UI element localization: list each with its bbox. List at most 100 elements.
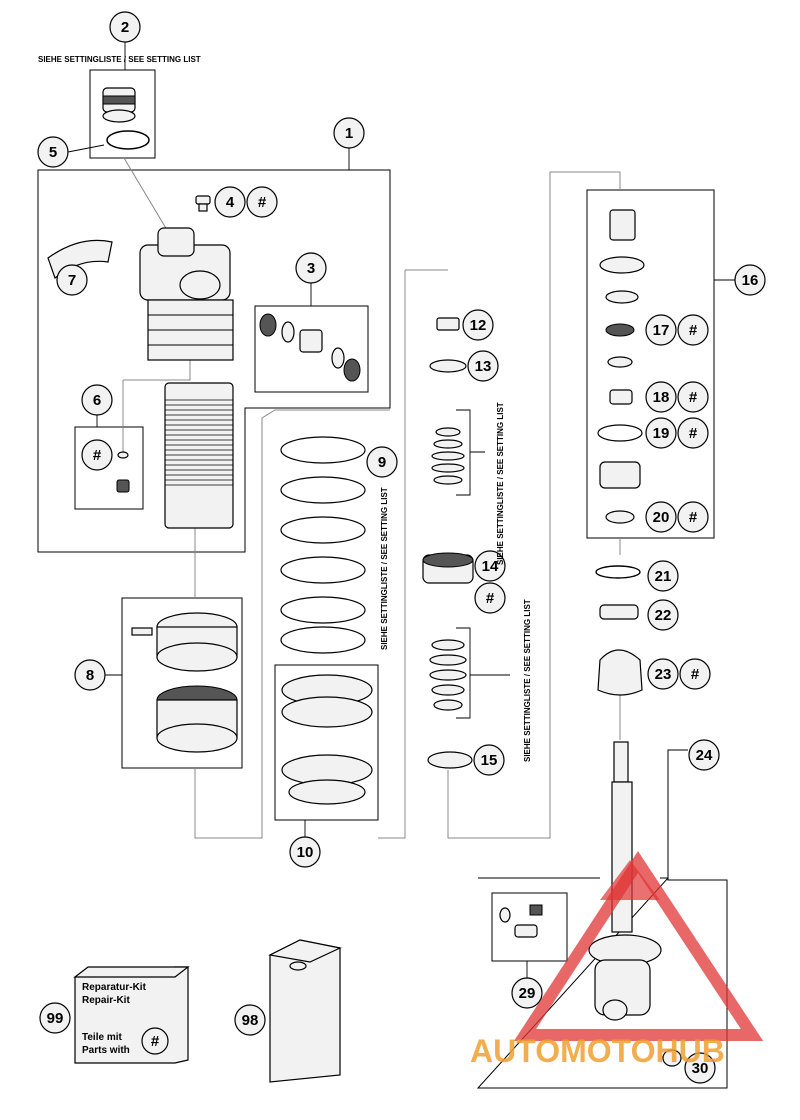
svg-text:#: # xyxy=(691,666,700,683)
svg-text:4: 4 xyxy=(226,194,235,211)
callout-14[interactable]: 14 xyxy=(474,550,506,582)
frame-part-3 xyxy=(254,305,369,393)
svg-text:#: # xyxy=(258,194,267,211)
part-8-adjuster-ring xyxy=(131,612,238,753)
callout-5[interactable]: 5 xyxy=(37,136,69,168)
callout-hash-18[interactable]: # xyxy=(677,381,709,413)
svg-text:15: 15 xyxy=(481,752,498,769)
repair-kit-line-2: Repair-Kit xyxy=(82,995,130,1006)
svg-text:19: 19 xyxy=(653,425,670,442)
callout-hash-20[interactable]: # xyxy=(677,501,709,533)
part-2-adjuster xyxy=(102,87,150,150)
callout-99[interactable]: 99 xyxy=(39,1002,71,1034)
callout-8[interactable]: 8 xyxy=(74,659,106,691)
svg-text:3: 3 xyxy=(307,260,315,277)
automotohub-watermark: AUTOMOTOHUB xyxy=(470,851,764,1069)
svg-text:#: # xyxy=(93,447,102,464)
part-6-valve xyxy=(116,451,130,493)
part-4-screw xyxy=(195,195,211,212)
part-10-spring-seats xyxy=(281,674,373,805)
frame-part-6 xyxy=(74,426,144,510)
callout-9[interactable]: 9 xyxy=(366,446,398,478)
callout-1[interactable]: 1 xyxy=(333,117,365,149)
callout-24[interactable]: 24 xyxy=(688,739,720,771)
part-1-shock-body xyxy=(139,227,234,529)
repair-kit-line-1: Reparatur-Kit xyxy=(82,982,147,993)
svg-text:21: 21 xyxy=(655,568,672,585)
part-14-piston xyxy=(422,552,474,584)
svg-text:#: # xyxy=(689,322,698,339)
callout-22[interactable]: 22 xyxy=(647,599,679,631)
svg-text:14: 14 xyxy=(482,558,499,575)
part-12-nut xyxy=(436,317,460,331)
callout-6[interactable]: 6 xyxy=(81,384,113,416)
callout-16[interactable]: 16 xyxy=(734,264,766,296)
frame-part-10 xyxy=(274,664,379,821)
callout-hash-6[interactable]: # xyxy=(81,439,113,471)
watermark-text: AUTOMOTOHUB xyxy=(470,1033,725,1069)
callout-30[interactable]: 30 xyxy=(684,1052,716,1084)
callout-hash-99[interactable]: # xyxy=(141,1027,169,1055)
callout-hash-4[interactable]: # xyxy=(246,186,278,218)
svg-text:24: 24 xyxy=(696,747,713,764)
part-22-bushing xyxy=(599,604,639,620)
callout-2[interactable]: 2 xyxy=(109,11,141,43)
callout-12[interactable]: 12 xyxy=(462,309,494,341)
callout-17[interactable]: 17 xyxy=(645,314,677,346)
callout-18[interactable]: 18 xyxy=(645,381,677,413)
svg-text:12: 12 xyxy=(470,317,487,334)
callout-29[interactable]: 29 xyxy=(511,977,543,1009)
svg-text:8: 8 xyxy=(86,667,94,684)
callout-7[interactable]: 7 xyxy=(56,264,88,296)
part-29-contents xyxy=(499,904,543,938)
callout-10[interactable]: 10 xyxy=(289,836,321,868)
svg-text:10: 10 xyxy=(297,844,314,861)
svg-text:23: 23 xyxy=(655,666,672,683)
frame-part-24 xyxy=(476,749,728,1089)
part-30-bushing xyxy=(662,1049,682,1067)
svg-text:29: 29 xyxy=(519,985,536,1002)
part-3-seals xyxy=(259,313,361,382)
svg-text:17: 17 xyxy=(653,322,670,339)
frame-part-2 xyxy=(89,69,156,159)
callout-hash-19[interactable]: # xyxy=(677,417,709,449)
svg-text:98: 98 xyxy=(242,1012,259,1029)
svg-text:13: 13 xyxy=(475,358,492,375)
part-9-spring xyxy=(280,436,366,654)
callout-21[interactable]: 21 xyxy=(647,560,679,592)
setting-list-label-upper-shims: SIEHE SETTINGLISTE / SEE SETTING LIST xyxy=(496,402,505,565)
setting-list-label-lower-shims: SIEHE SETTINGLISTE / SEE SETTING LIST xyxy=(523,599,532,762)
frame-part-8 xyxy=(121,597,243,769)
svg-text:22: 22 xyxy=(655,607,672,624)
callout-15[interactable]: 15 xyxy=(473,744,505,776)
shim-stack-upper xyxy=(431,427,465,485)
svg-text:18: 18 xyxy=(653,389,670,406)
svg-text:5: 5 xyxy=(49,144,57,161)
callout-4[interactable]: 4 xyxy=(214,186,246,218)
part-23-bump-stop xyxy=(597,649,643,696)
svg-text:30: 30 xyxy=(692,1060,709,1077)
callout-3[interactable]: 3 xyxy=(295,252,327,284)
callout-20[interactable]: 20 xyxy=(645,501,677,533)
shim-stack-lower xyxy=(429,639,467,711)
frame-part-1 xyxy=(37,169,391,553)
frame-part-29 xyxy=(491,892,568,962)
callout-98[interactable]: 98 xyxy=(234,1004,266,1036)
repair-kit-line-3: Teile mit xyxy=(82,1032,122,1043)
svg-text:#: # xyxy=(151,1033,160,1050)
callout-19[interactable]: 19 xyxy=(645,417,677,449)
svg-text:20: 20 xyxy=(653,509,670,526)
callout-13[interactable]: 13 xyxy=(467,350,499,382)
callout-23[interactable]: 23 xyxy=(647,658,679,690)
repair-kit-line-4: Parts with xyxy=(82,1045,130,1056)
callout-hash-14[interactable]: # xyxy=(474,582,506,614)
part-16-assembly xyxy=(597,209,645,524)
callout-hash-17[interactable]: # xyxy=(677,314,709,346)
frame-part-16 xyxy=(586,189,715,539)
part-13-washer xyxy=(429,359,467,373)
callout-hash-23[interactable]: # xyxy=(679,658,711,690)
svg-text:7: 7 xyxy=(68,272,76,289)
svg-text:#: # xyxy=(689,509,698,526)
part-21-circlip xyxy=(595,565,641,579)
